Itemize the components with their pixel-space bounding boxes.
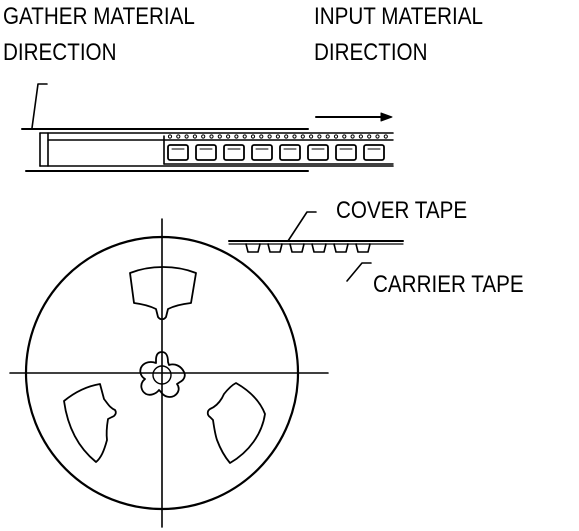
reel-hub-core	[152, 365, 172, 385]
carrier-pocket	[195, 144, 217, 161]
profile-pocket	[311, 243, 327, 253]
sprocket-hole	[358, 134, 363, 139]
sprocket-hole	[234, 134, 239, 139]
gather-leader-line	[31, 83, 48, 129]
reel-window-lower-left	[63, 383, 117, 463]
sprocket-hole	[201, 134, 206, 139]
carrier-pocket	[363, 144, 385, 161]
sprocket-hole	[192, 134, 197, 139]
sprocket-hole	[176, 134, 181, 139]
carrier-pockets	[167, 144, 385, 161]
sprocket-hole	[284, 134, 289, 139]
sprocket-hole	[342, 134, 347, 139]
reel-hub	[139, 351, 186, 398]
sprocket-hole	[184, 134, 189, 139]
cover-tape-label: COVER TAPE	[336, 197, 468, 224]
carrier-pocket	[167, 144, 189, 161]
reel	[9, 218, 329, 528]
sprocket-hole	[275, 134, 280, 139]
sprocket-hole	[292, 134, 297, 139]
sprocket-holes	[167, 134, 388, 139]
gather-direction-label-line2: DIRECTION	[3, 39, 117, 66]
carrier-pocket	[223, 144, 245, 161]
sprocket-hole	[267, 134, 272, 139]
carrier-tape-label: CARRIER TAPE	[373, 271, 524, 298]
profile-pocket	[289, 243, 305, 253]
reel-window-lower-right	[206, 382, 266, 464]
carrier-pocket	[335, 144, 357, 161]
sprocket-hole	[300, 134, 305, 139]
sprocket-hole	[226, 134, 231, 139]
sprocket-hole	[325, 134, 330, 139]
sprocket-hole	[259, 134, 264, 139]
gather-direction-label-line1: GATHER MATERIAL	[3, 3, 195, 30]
sprocket-hole	[375, 134, 380, 139]
tape-profile	[228, 211, 404, 282]
sprocket-hole	[242, 134, 247, 139]
reel-window-top	[129, 266, 197, 321]
sprocket-hole	[217, 134, 222, 139]
carrier-pocket	[279, 144, 301, 161]
carrier-pocket	[251, 144, 273, 161]
sprocket-hole	[167, 134, 173, 139]
carrier-pocket	[307, 144, 329, 161]
input-direction-label-line1: INPUT MATERIAL	[314, 3, 483, 30]
sprocket-hole	[309, 134, 314, 139]
sprocket-hole	[367, 134, 372, 139]
profile-pocket	[355, 243, 371, 253]
sprocket-hole	[383, 134, 388, 139]
profile-pocket	[333, 243, 349, 253]
sprocket-hole	[317, 134, 322, 139]
profile-pocket	[267, 243, 283, 253]
sprocket-hole	[350, 134, 355, 139]
tape-side-view	[21, 83, 394, 172]
input-direction-label-line2: DIRECTION	[314, 39, 428, 66]
profile-pockets	[245, 243, 371, 253]
carrier-tape-leader	[346, 262, 372, 282]
cover-tape-leader	[287, 211, 317, 242]
profile-pocket	[245, 243, 261, 253]
sprocket-hole	[333, 134, 339, 139]
sprocket-hole	[250, 134, 256, 139]
sprocket-hole	[209, 134, 214, 139]
